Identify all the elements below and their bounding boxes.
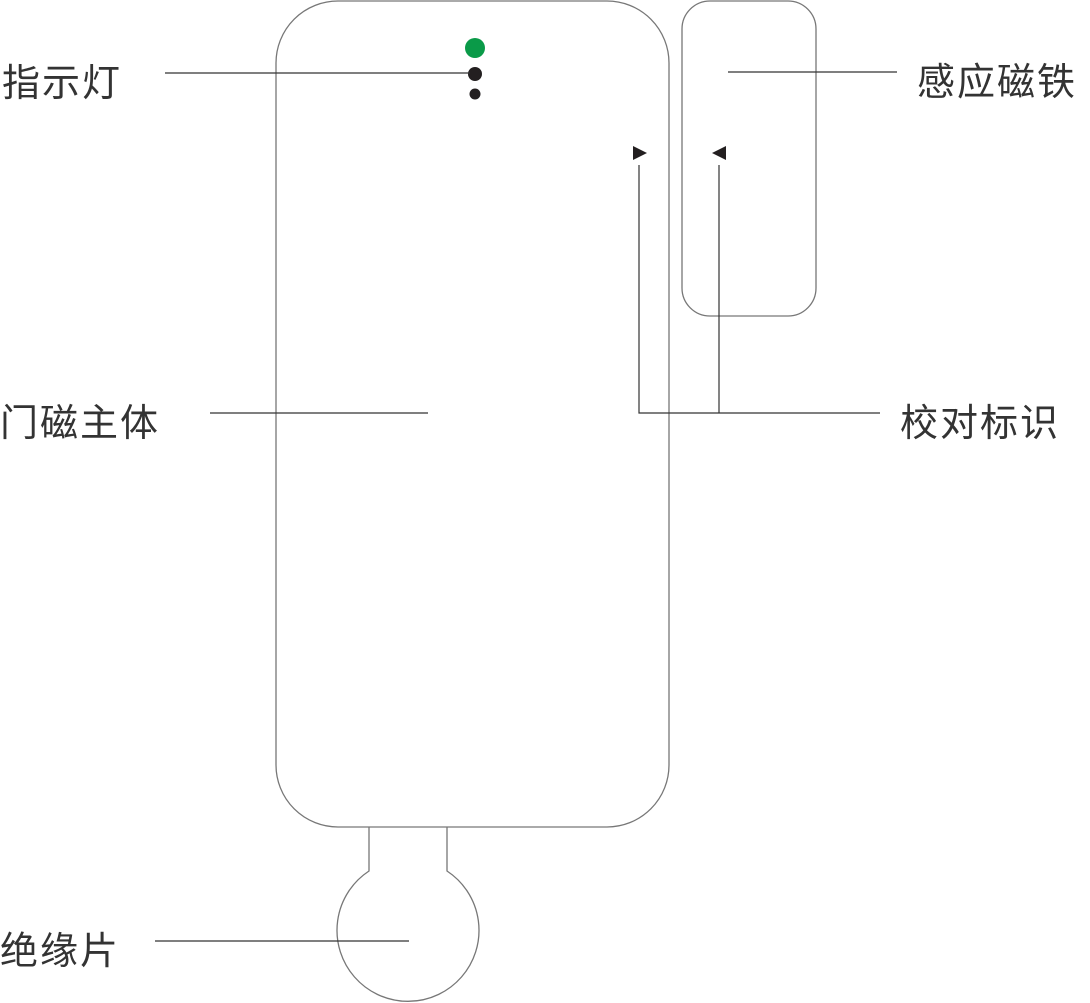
alignment-arrow-left bbox=[712, 146, 726, 160]
alignment-arrow-right bbox=[633, 146, 647, 160]
sensor-body bbox=[275, 0, 670, 828]
led-dot-2 bbox=[469, 88, 481, 100]
label-insulator: 绝缘片 bbox=[0, 929, 121, 973]
led-dot-1 bbox=[468, 67, 482, 81]
label-magnet: 感应磁铁 bbox=[917, 60, 1078, 104]
label-indicator: 指示灯 bbox=[2, 61, 123, 105]
led-green bbox=[465, 38, 485, 58]
magnet-block bbox=[681, 0, 817, 317]
leader-lines bbox=[155, 71, 897, 942]
insulator-tab bbox=[336, 827, 480, 1002]
label-body: 门磁主体 bbox=[0, 401, 161, 445]
label-alignment: 校对标识 bbox=[900, 401, 1061, 445]
